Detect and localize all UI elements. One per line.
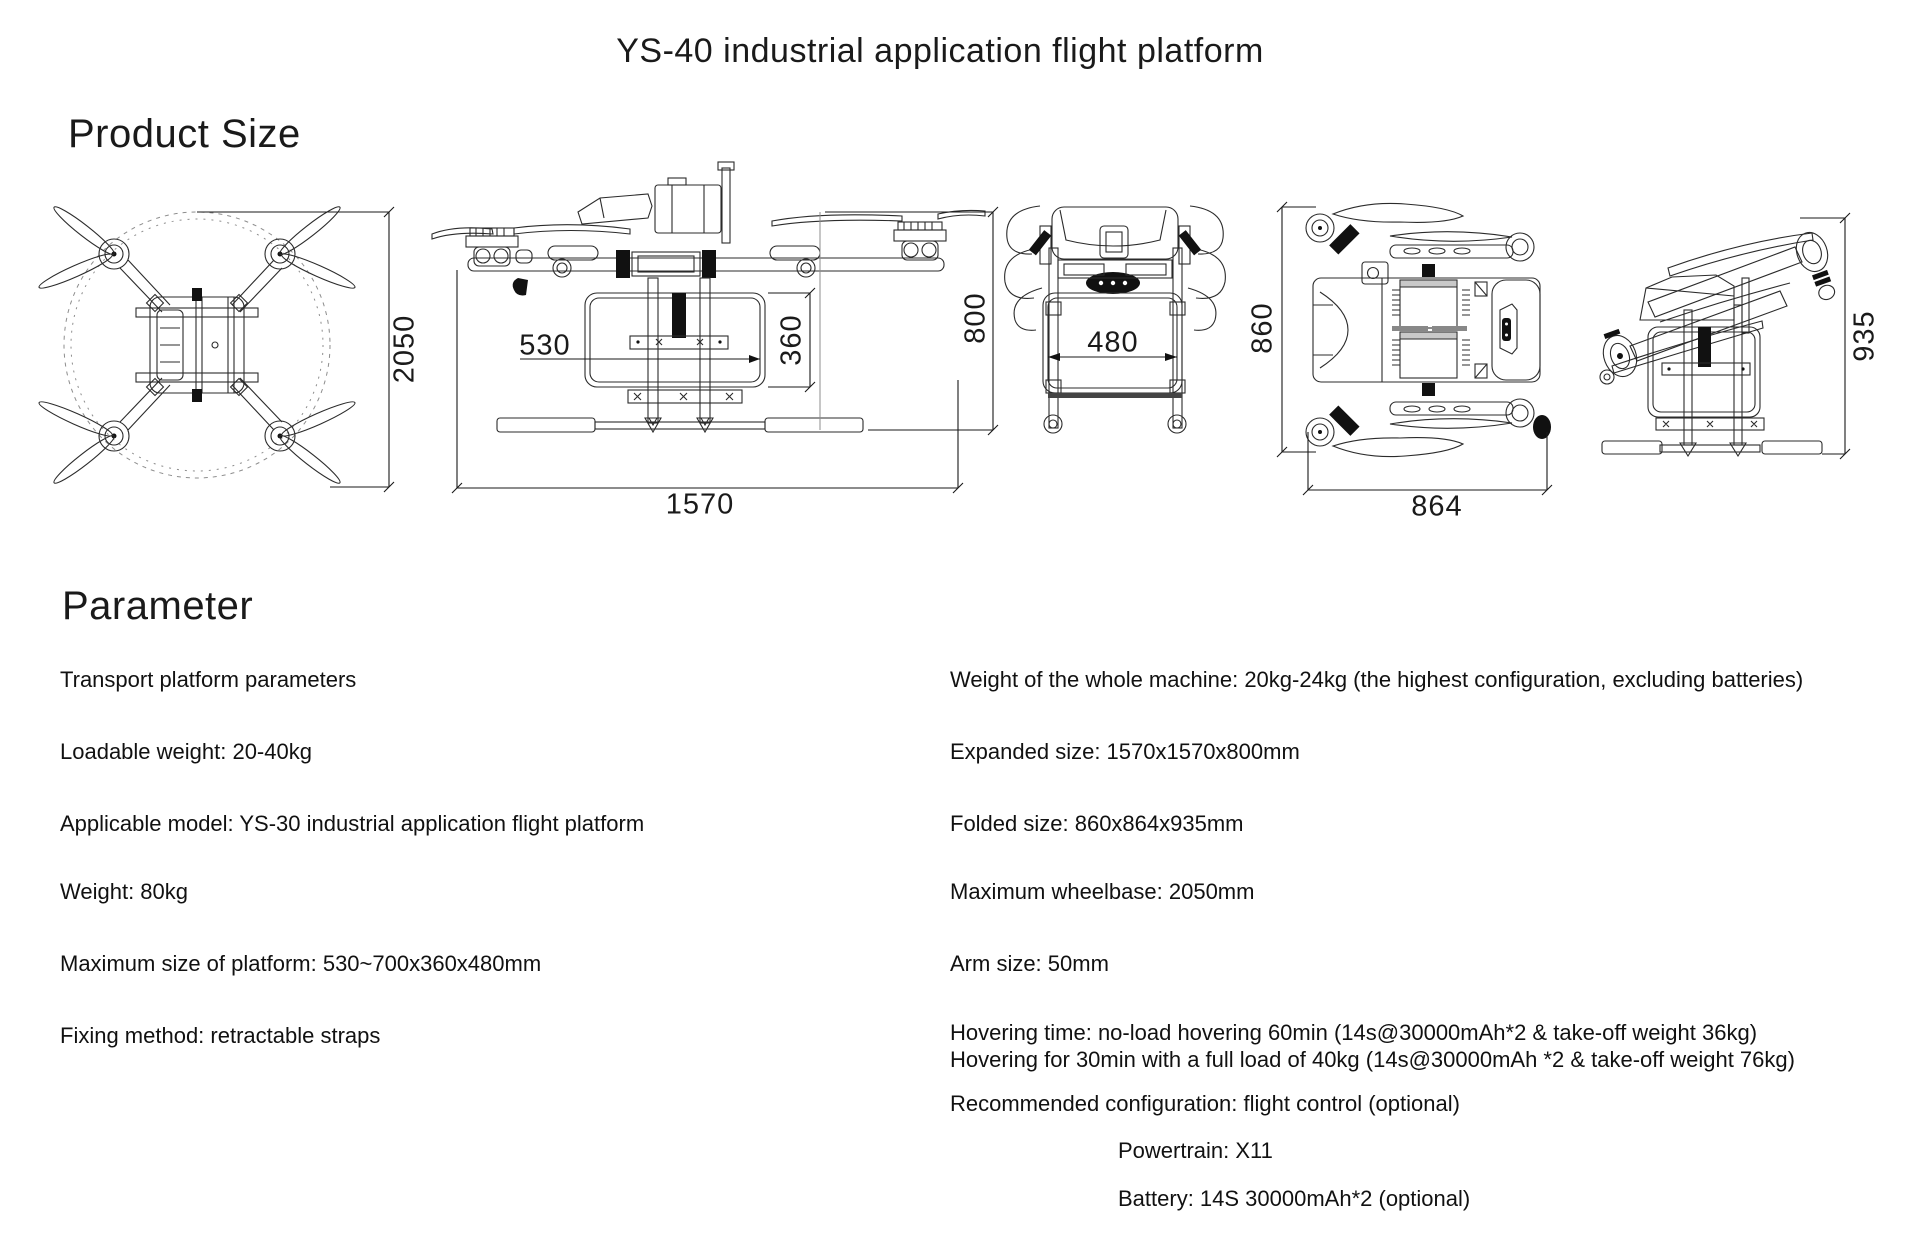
dim-label-935: 935 bbox=[1849, 310, 1881, 361]
dimension-864: 864 bbox=[1302, 432, 1553, 523]
param-applicable-model: Applicable model: YS-30 industrial appli… bbox=[60, 811, 645, 836]
payload-box-front bbox=[584, 292, 766, 388]
param-max-wheelbase: Maximum wheelbase: 2050mm bbox=[950, 879, 1255, 904]
dim-label-2050: 2050 bbox=[389, 315, 421, 384]
param-hovering-time: Hovering time: no-load hovering 60min (1… bbox=[950, 1019, 1795, 1073]
folded-arm-bottom bbox=[1305, 398, 1551, 458]
dim-label-480: 480 bbox=[1087, 327, 1138, 359]
param-folded-size: Folded size: 860x864x935mm bbox=[950, 811, 1244, 836]
front-right-motor bbox=[771, 209, 986, 261]
page-title: YS-40 industrial application flight plat… bbox=[616, 32, 1264, 70]
dimension-860: 860 bbox=[1247, 201, 1316, 458]
dimension-480: 480 bbox=[1048, 327, 1177, 361]
param-fixing-method: Fixing method: retractable straps bbox=[60, 1023, 381, 1048]
dim-label-1570: 1570 bbox=[666, 489, 735, 521]
front-left-motor bbox=[431, 224, 631, 267]
rotor-bottom-left bbox=[38, 401, 130, 484]
product-size-drawings: 2050 bbox=[38, 161, 1881, 523]
expanded-top-view: 2050 bbox=[38, 206, 421, 493]
dim-label-530: 530 bbox=[519, 330, 570, 362]
param-arm-size: Arm size: 50mm bbox=[950, 951, 1109, 976]
dimension-1570: 1570 bbox=[451, 270, 964, 521]
dim-label-800: 800 bbox=[960, 292, 992, 343]
product-size-heading: Product Size bbox=[68, 112, 301, 156]
dimension-360: 360 bbox=[768, 287, 816, 393]
payload-box-side bbox=[1647, 326, 1761, 418]
dim-label-860: 860 bbox=[1247, 302, 1279, 353]
rotor-bottom-right bbox=[264, 401, 356, 484]
param-battery: Battery: 14S 30000mAh*2 (optional) bbox=[1118, 1186, 1471, 1211]
expanded-front-view: 530 360 800 1570 bbox=[431, 161, 999, 521]
param-whole-machine-weight: Weight of the whole machine: 20kg-24kg (… bbox=[950, 667, 1804, 692]
param-max-platform-size: Maximum size of platform: 530~700x360x48… bbox=[60, 951, 542, 976]
param-hovering-line1: Hovering time: no-load hovering 60min (1… bbox=[950, 1020, 1758, 1045]
folded-props-left bbox=[1004, 205, 1052, 331]
folded-side-view: 935 bbox=[1599, 212, 1881, 460]
param-transport-platform: Transport platform parameters bbox=[60, 667, 357, 692]
dimension-2050: 2050 bbox=[197, 206, 421, 493]
parameter-heading: Parameter bbox=[62, 584, 254, 628]
dimension-935: 935 bbox=[1800, 212, 1881, 460]
folded-front-view: 480 bbox=[1004, 205, 1226, 434]
param-recommended-config: Recommended configuration: flight contro… bbox=[950, 1091, 1460, 1116]
param-expanded-size: Expanded size: 1570x1570x800mm bbox=[950, 739, 1300, 764]
side-motor-left bbox=[1602, 328, 1638, 378]
dimension-530: 530 bbox=[519, 330, 760, 363]
side-motor-right bbox=[1795, 231, 1836, 301]
param-powertrain: Powertrain: X11 bbox=[1118, 1138, 1273, 1163]
dimension-800: 800 bbox=[819, 206, 999, 436]
folded-body bbox=[1312, 264, 1541, 396]
param-weight: Weight: 80kg bbox=[60, 879, 189, 904]
dim-label-360: 360 bbox=[776, 314, 808, 365]
rotor-top-left bbox=[38, 206, 130, 289]
arm-fold-joints bbox=[512, 245, 821, 296]
folded-top-view: 860 864 bbox=[1247, 201, 1553, 523]
param-hovering-line2: Hovering for 30min with a full load of 4… bbox=[950, 1047, 1795, 1072]
dim-label-864: 864 bbox=[1411, 491, 1462, 523]
rotor-top-right bbox=[264, 206, 356, 289]
param-loadable-weight: Loadable weight: 20-40kg bbox=[60, 739, 312, 764]
folded-props-right bbox=[1178, 205, 1226, 331]
folded-arm-top bbox=[1305, 202, 1535, 285]
